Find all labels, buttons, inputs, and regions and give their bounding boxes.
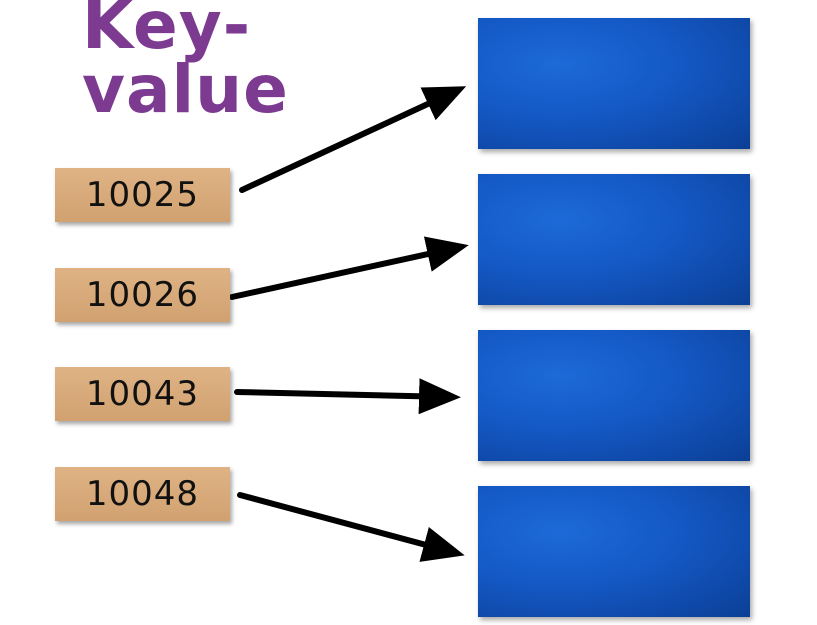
value-box-4 (478, 486, 750, 617)
key-box-10043: 10043 (55, 367, 230, 421)
value-box-3 (478, 330, 750, 461)
value-box-2 (478, 174, 750, 305)
key-label: 10048 (85, 474, 200, 514)
arrow-10048 (237, 492, 465, 562)
key-box-10025: 10025 (55, 168, 230, 222)
value-box-1 (478, 18, 750, 149)
title-line-2: value (82, 51, 289, 128)
key-label: 10025 (85, 175, 200, 215)
key-label: 10043 (85, 374, 200, 414)
key-box-10048: 10048 (55, 467, 230, 521)
key-label: 10026 (85, 275, 200, 315)
arrow-10026 (229, 236, 469, 300)
key-box-10026: 10026 (55, 268, 230, 322)
diagram-title: Key- value (82, 0, 342, 128)
title-line-1: Key- (82, 0, 252, 64)
arrow-10043 (234, 378, 461, 415)
